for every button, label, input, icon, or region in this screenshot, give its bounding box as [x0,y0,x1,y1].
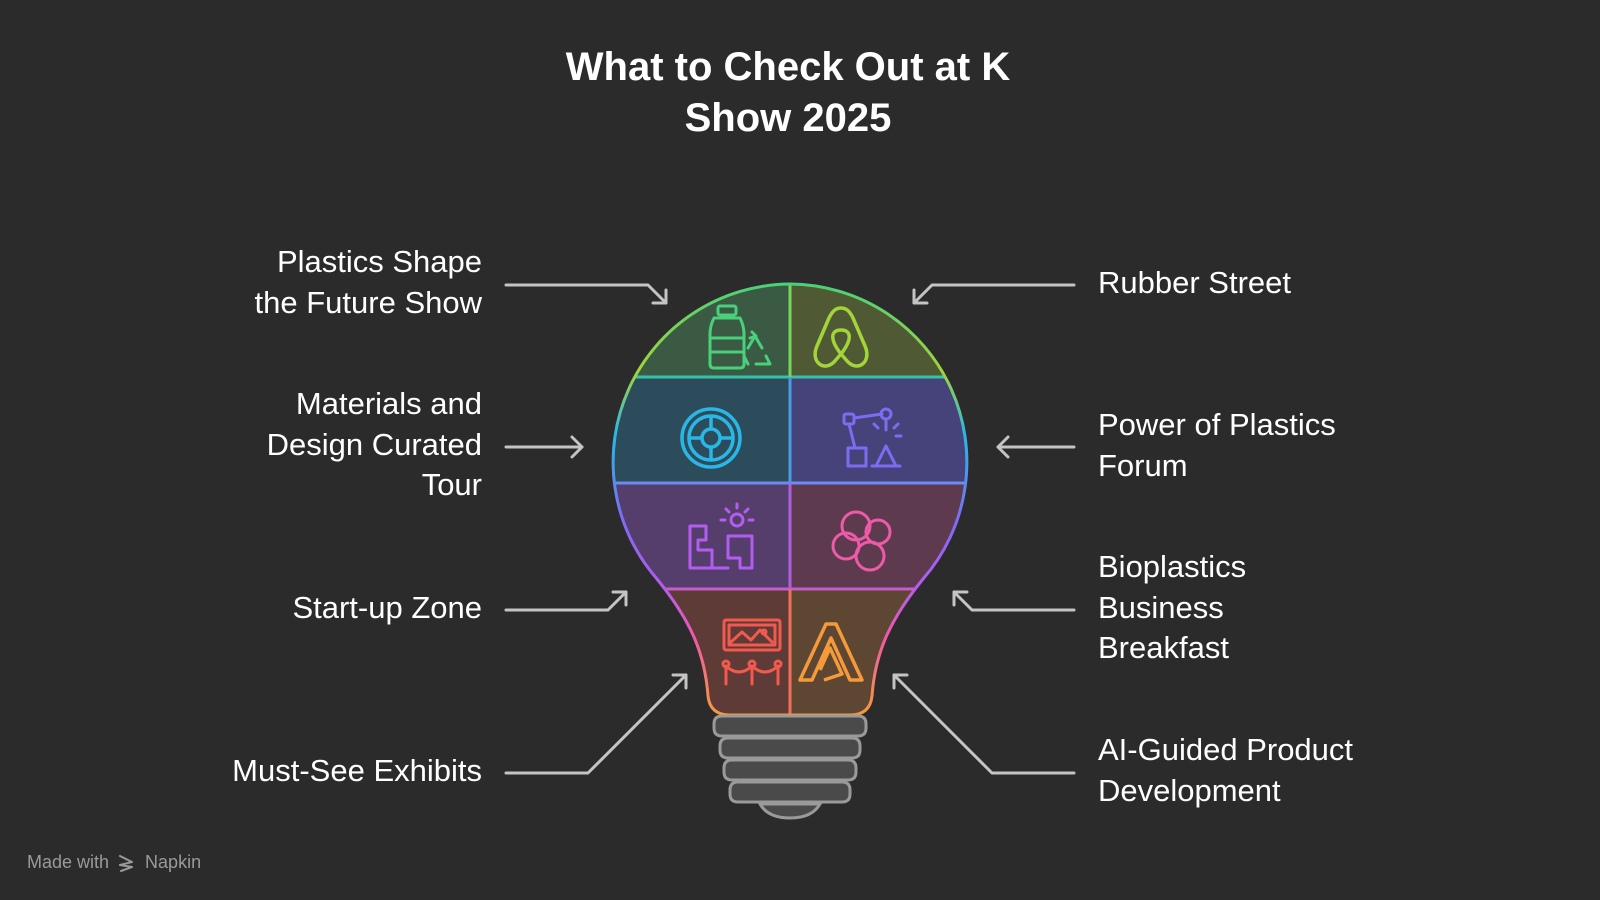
napkin-brand-text: Napkin [145,852,202,872]
label-rubber-street: Rubber Street [1098,265,1291,300]
bio-cluster-icon [831,510,892,572]
label-ai-guided: AI-Guided Product Development [1098,732,1354,808]
robot-arm-icon [842,407,903,468]
made-with-text: Made with [27,852,110,872]
label-power-plastics: Power of Plastics Forum [1098,407,1336,483]
page-title: What to Check Out at K Show 2025 [0,42,1576,144]
ai-logo-icon [798,622,864,682]
label-plastics-shape: Plastics Shape the Future Show [254,244,482,320]
arrow-plastics-shape [504,283,668,305]
arrow-must-see [504,673,688,775]
bulb-base [712,714,868,820]
title-line-2: Show 2025 [684,96,892,140]
label-must-see: Must-See Exhibits [232,753,482,788]
footer-watermark: Made with Napkin [27,852,201,873]
arrow-bioplastics [952,590,1076,612]
arrow-startup-zone [504,590,628,612]
label-startup-zone: Start-up Zone [292,590,482,625]
segment-must-see [613,589,790,715]
arrow-ai-guided [892,673,1076,775]
recycle-bottle-icon [708,304,772,370]
startup-desk-icon [688,502,755,570]
label-materials-tour: Materials and Design Curated Tour [266,386,482,502]
segment-ai-guided [790,589,967,715]
wheel-icon [680,407,742,469]
pointer-arrows [504,283,1076,775]
arrow-rubber-street [912,283,1076,305]
label-bioplastics: Bioplastics Business Breakfast [1098,549,1247,665]
airbnb-icon [813,306,869,368]
exhibit-icon [721,618,783,686]
title-line-1: What to Check Out at K [565,45,1011,89]
napkin-logo-icon [119,854,134,872]
